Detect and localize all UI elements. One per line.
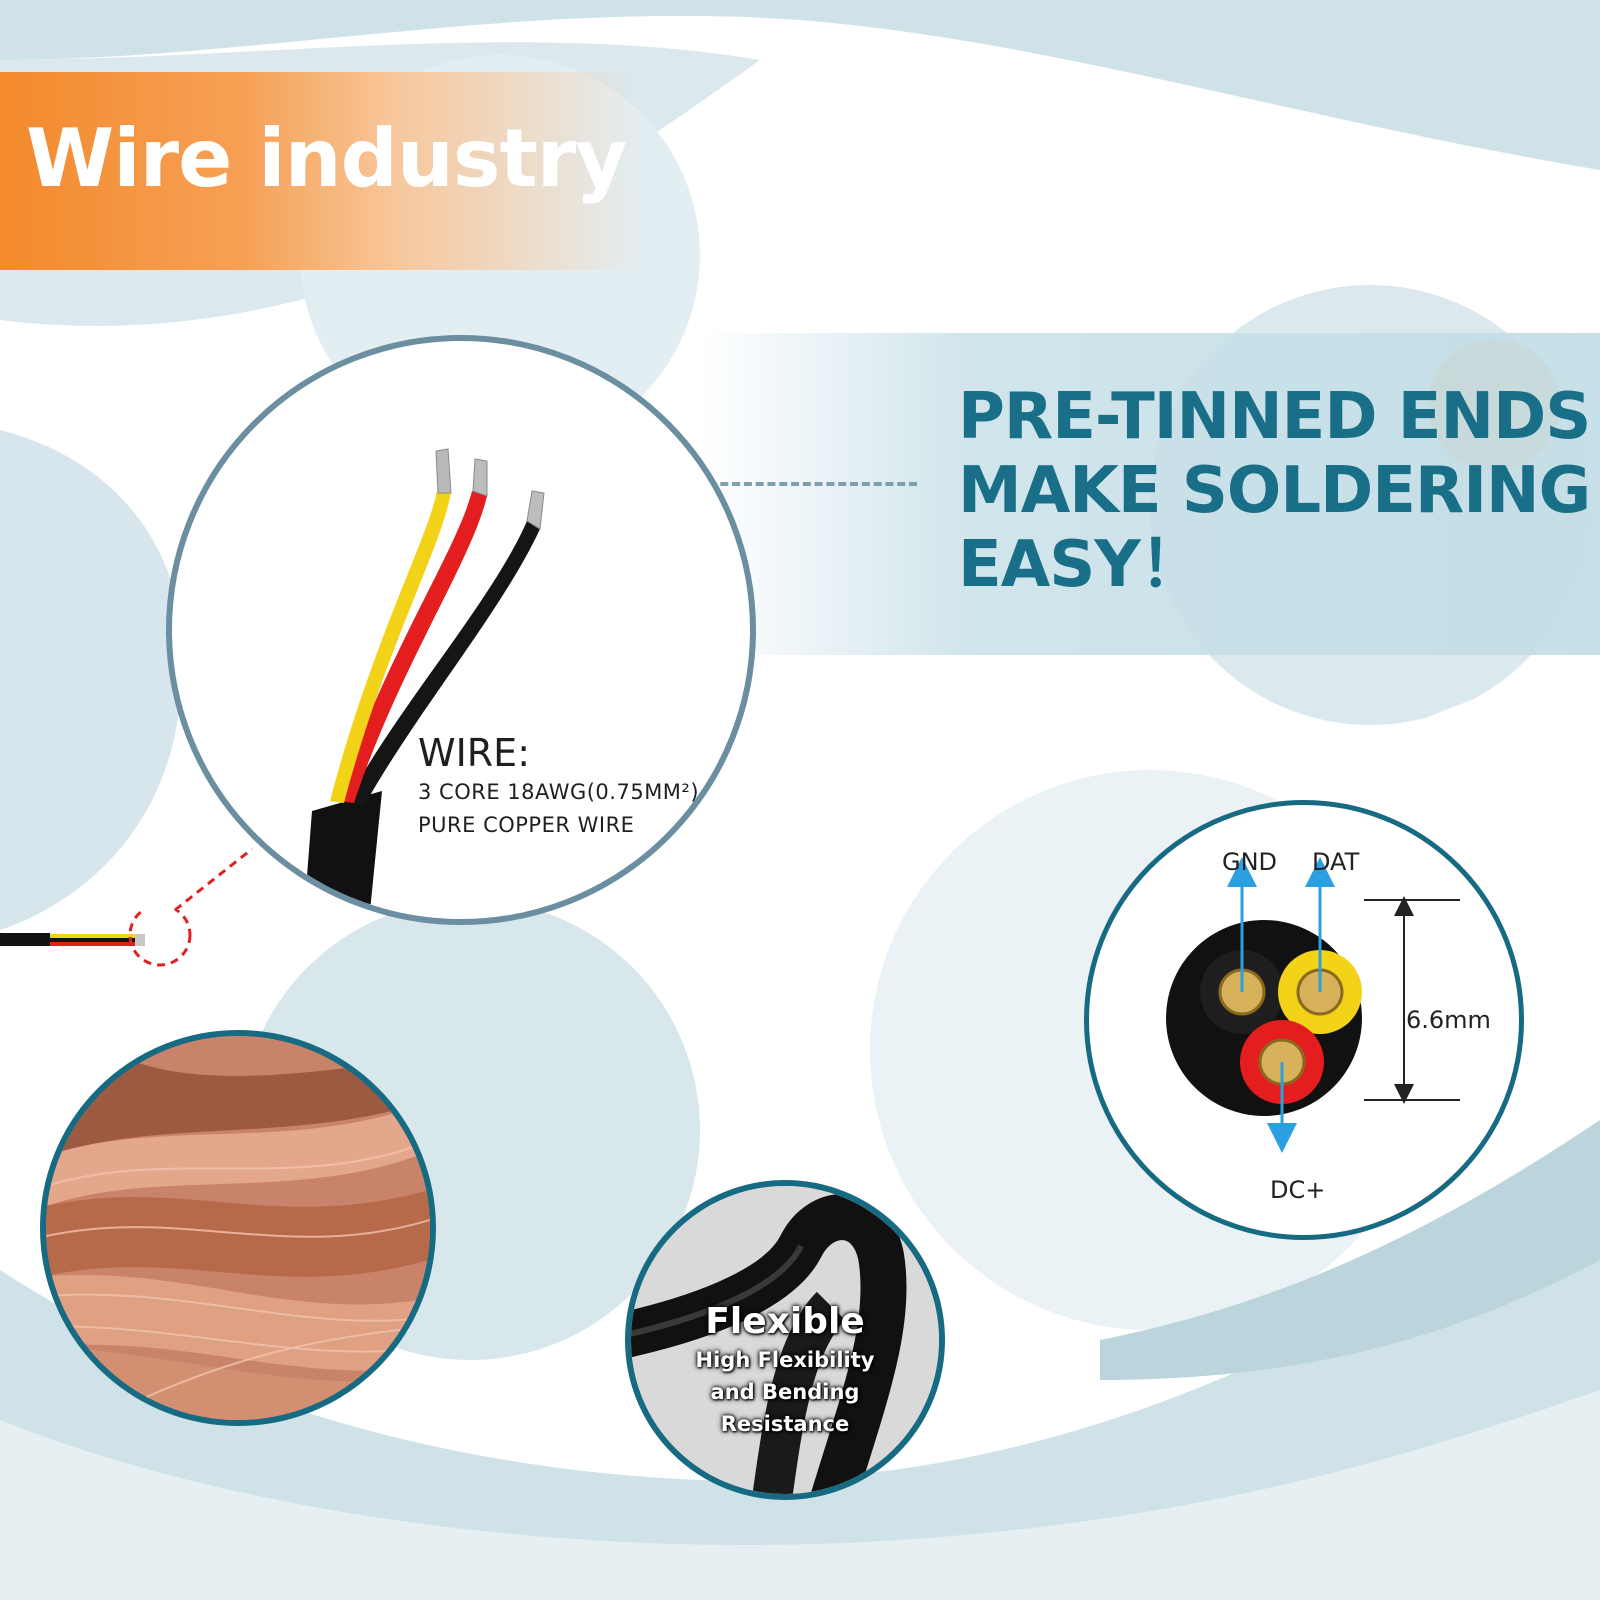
dashed-connector bbox=[567, 482, 917, 486]
callout-leader-line bbox=[174, 847, 253, 912]
dc-label: DC+ bbox=[1270, 1176, 1326, 1204]
wire-spec-title: WIRE: bbox=[418, 731, 530, 775]
copper-strands-illustration bbox=[46, 1036, 430, 1420]
headline-line-3: EASY！ bbox=[958, 528, 1204, 602]
flexible-line-1: High Flexibility bbox=[695, 1348, 875, 1372]
wire-spec-label: WIRE: 3 CORE 18AWG(0.75MM²) PURE COPPER … bbox=[418, 730, 699, 842]
cable-cross-section-diagram bbox=[1166, 857, 1460, 1153]
cable-end-illustration bbox=[0, 910, 192, 967]
wire-magnifier-circle bbox=[166, 335, 756, 925]
wire-spec-line-2: PURE COPPER WIRE bbox=[418, 813, 635, 837]
stripped-wire-illustration bbox=[303, 448, 545, 919]
title-banner bbox=[0, 72, 640, 270]
headline-line-1: PRE-TINNED ENDS bbox=[958, 380, 1591, 454]
copper-strands-photo bbox=[40, 1030, 436, 1426]
flexible-title: Flexible bbox=[705, 1301, 865, 1342]
flexible-cable-photo bbox=[625, 1180, 945, 1500]
gnd-label: GND bbox=[1222, 848, 1278, 876]
flexible-caption: Flexible High Flexibility and Bending Re… bbox=[625, 1300, 945, 1440]
flexible-line-3: Resistance bbox=[720, 1412, 850, 1436]
wire-spec-line-1: 3 CORE 18AWG(0.75MM²) bbox=[418, 780, 700, 804]
headline: PRE-TINNED ENDS MAKE SOLDERING EASY！ bbox=[958, 380, 1591, 602]
flexible-line-2: and Bending bbox=[710, 1380, 860, 1404]
dat-label: DAT bbox=[1312, 848, 1360, 876]
headline-line-2: MAKE SOLDERING bbox=[958, 454, 1591, 528]
coiled-cable-illustration bbox=[631, 1186, 939, 1494]
banner-title: Wire industry bbox=[26, 112, 627, 205]
diameter-label: 6.6mm bbox=[1406, 1006, 1491, 1034]
headline-band bbox=[700, 333, 1600, 655]
